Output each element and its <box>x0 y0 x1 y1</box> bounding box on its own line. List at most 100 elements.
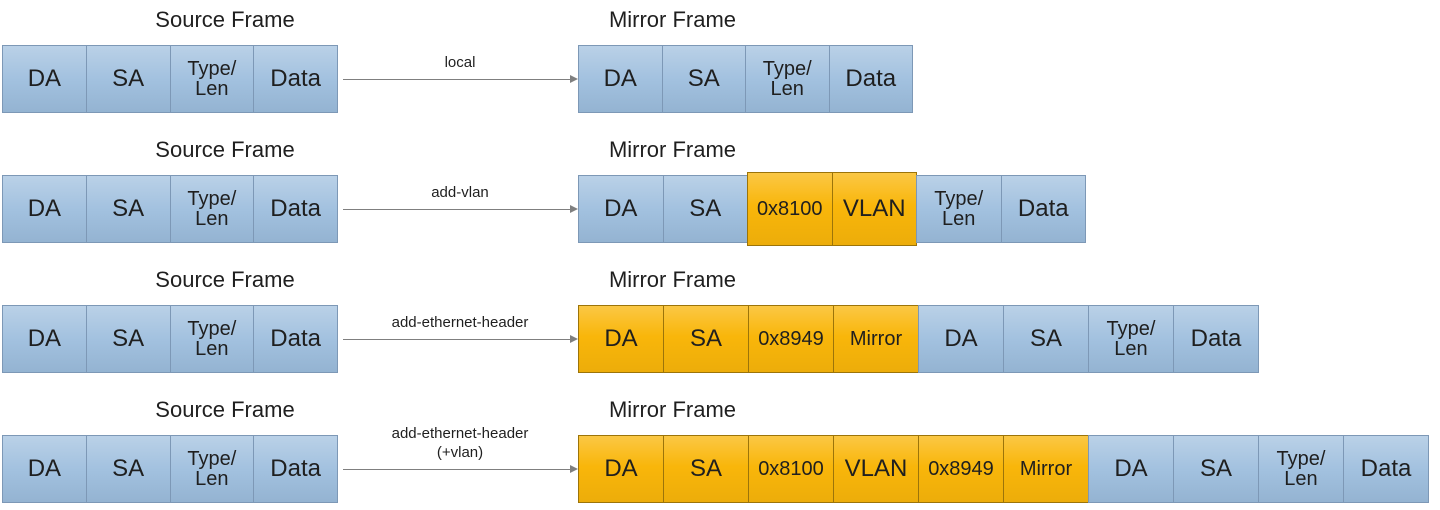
field-label: 0x8100 <box>758 457 824 480</box>
field-label: SA <box>1029 324 1062 352</box>
mode-label: add-vlan <box>346 183 574 202</box>
field-label: VLAN <box>842 194 906 222</box>
source-frame-title: Source Frame <box>155 137 295 162</box>
field-label: Data <box>270 324 321 352</box>
source-field-box: SA <box>85 305 171 373</box>
mode-label: local <box>346 53 574 72</box>
field-label: SA <box>112 324 145 352</box>
source-field-box: DA <box>2 45 87 113</box>
field-label: SA <box>112 194 145 222</box>
mirror-field-box: 0x8949 <box>918 435 1004 503</box>
mirror-field-box: DA <box>578 45 663 113</box>
mirror-field-box: VLAN <box>833 435 919 503</box>
mode-label-line: local <box>444 54 476 71</box>
mirror-field-box: 0x8100 <box>747 172 833 246</box>
arrow-right-icon <box>570 465 578 473</box>
source-field-box: SA <box>85 435 171 503</box>
mirror-field-box: Type/ Len <box>916 175 1002 243</box>
arrow-line <box>343 79 571 80</box>
mirror-field-box: SA <box>663 305 749 373</box>
mirror-field-box: Type/ Len <box>1258 435 1344 503</box>
mirror-field-box: Type/ Len <box>745 45 830 113</box>
mirror-frame-title: Mirror Frame <box>608 137 737 162</box>
mirror-frame-title: Mirror Frame <box>608 267 737 292</box>
mirror-frame: DA SA 0x8100 VLAN Type/ Len Data <box>578 172 1086 246</box>
field-label: SA <box>689 454 722 482</box>
mirror-field-box: DA <box>578 175 664 243</box>
arrow-right-icon <box>570 335 578 343</box>
field-label: Type/ Len <box>934 187 984 230</box>
mode-label-line: add-vlan <box>431 184 489 201</box>
source-field-box: DA <box>2 305 87 373</box>
mirror-field-box: SA <box>661 45 746 113</box>
field-label: DA <box>944 324 978 352</box>
mirror-frame: DA SA 0x8100 VLAN 0x8949 Mirror DA SA Type/ Len D… <box>578 432 1429 506</box>
mirror-field-box: DA <box>578 435 664 503</box>
mirror-field-box: Mirror <box>833 305 919 373</box>
mirror-field-box: 0x8949 <box>748 305 834 373</box>
field-label: DA <box>27 194 62 222</box>
field-label: DA <box>1114 454 1148 482</box>
mirroring-mode-row: Source Frame Mirror Frame add-ethernet-hea… <box>0 260 1440 390</box>
mode-label-line: (+vlan) <box>436 444 484 461</box>
field-label: Mirror <box>849 327 903 350</box>
arrow-line <box>343 339 571 340</box>
field-label: Data <box>270 64 321 92</box>
mirror-field-box: Data <box>1343 435 1429 503</box>
source-field-box: DA <box>2 435 87 503</box>
field-label: DA <box>604 454 638 482</box>
source-frame: DA SA Type/ Len Data <box>2 302 338 376</box>
mode-label-line: add-ethernet-header <box>391 425 529 442</box>
mode-label: add-ethernet-header <box>346 313 574 332</box>
arrow-right-icon <box>570 75 578 83</box>
mirror-field-box: Type/ Len <box>1088 305 1174 373</box>
field-label: SA <box>1199 454 1232 482</box>
source-field-box: Type/ Len <box>169 45 255 113</box>
mirror-field-box: VLAN <box>831 172 917 246</box>
field-label: Data <box>270 454 321 482</box>
source-field-box: Type/ Len <box>169 175 255 243</box>
field-label: DA <box>27 64 62 92</box>
arrow-right-icon <box>570 205 578 213</box>
source-frame: DA SA Type/ Len Data <box>2 172 338 246</box>
field-label: Data <box>1190 324 1242 352</box>
field-label: DA <box>604 194 638 222</box>
field-label: VLAN <box>844 454 908 482</box>
field-label: 0x8100 <box>756 197 823 220</box>
source-frame-title: Source Frame <box>155 267 295 292</box>
field-label: Mirror <box>1019 457 1073 480</box>
source-frame-title: Source Frame <box>155 397 295 422</box>
field-label: 0x8949 <box>758 327 824 350</box>
source-field-box: SA <box>85 175 171 243</box>
mirror-field-box: SA <box>1173 435 1259 503</box>
field-label: Type/ Len <box>1276 447 1326 490</box>
mode-label: add-ethernet-header (+vlan) <box>346 424 574 462</box>
field-label: Type/ Len <box>1106 317 1156 360</box>
field-label: Type/ Len <box>187 317 237 360</box>
field-label: Type/ Len <box>187 57 237 100</box>
field-label: Type/ Len <box>762 57 812 100</box>
source-frame-title: Source Frame <box>155 7 295 32</box>
mirror-frame: DA SA Type/ Len Data <box>578 42 913 116</box>
mirror-field-box: Data <box>828 45 913 113</box>
field-label: Data <box>270 194 321 222</box>
mode-label-line: add-ethernet-header <box>391 314 529 331</box>
field-label: DA <box>603 64 637 92</box>
mirror-field-box: SA <box>662 175 748 243</box>
field-label: Type/ Len <box>187 187 237 230</box>
source-field-box: Data <box>253 45 338 113</box>
mirror-field-box: Mirror <box>1003 435 1089 503</box>
mirror-frame-title: Mirror Frame <box>608 7 737 32</box>
mirror-field-box: SA <box>663 435 749 503</box>
mirror-field-box: Data <box>1000 175 1086 243</box>
mirror-field-box: DA <box>1088 435 1174 503</box>
field-label: SA <box>112 64 145 92</box>
source-field-box: DA <box>2 175 87 243</box>
field-label: SA <box>689 324 722 352</box>
arrow-line <box>343 209 571 210</box>
field-label: SA <box>112 454 145 482</box>
